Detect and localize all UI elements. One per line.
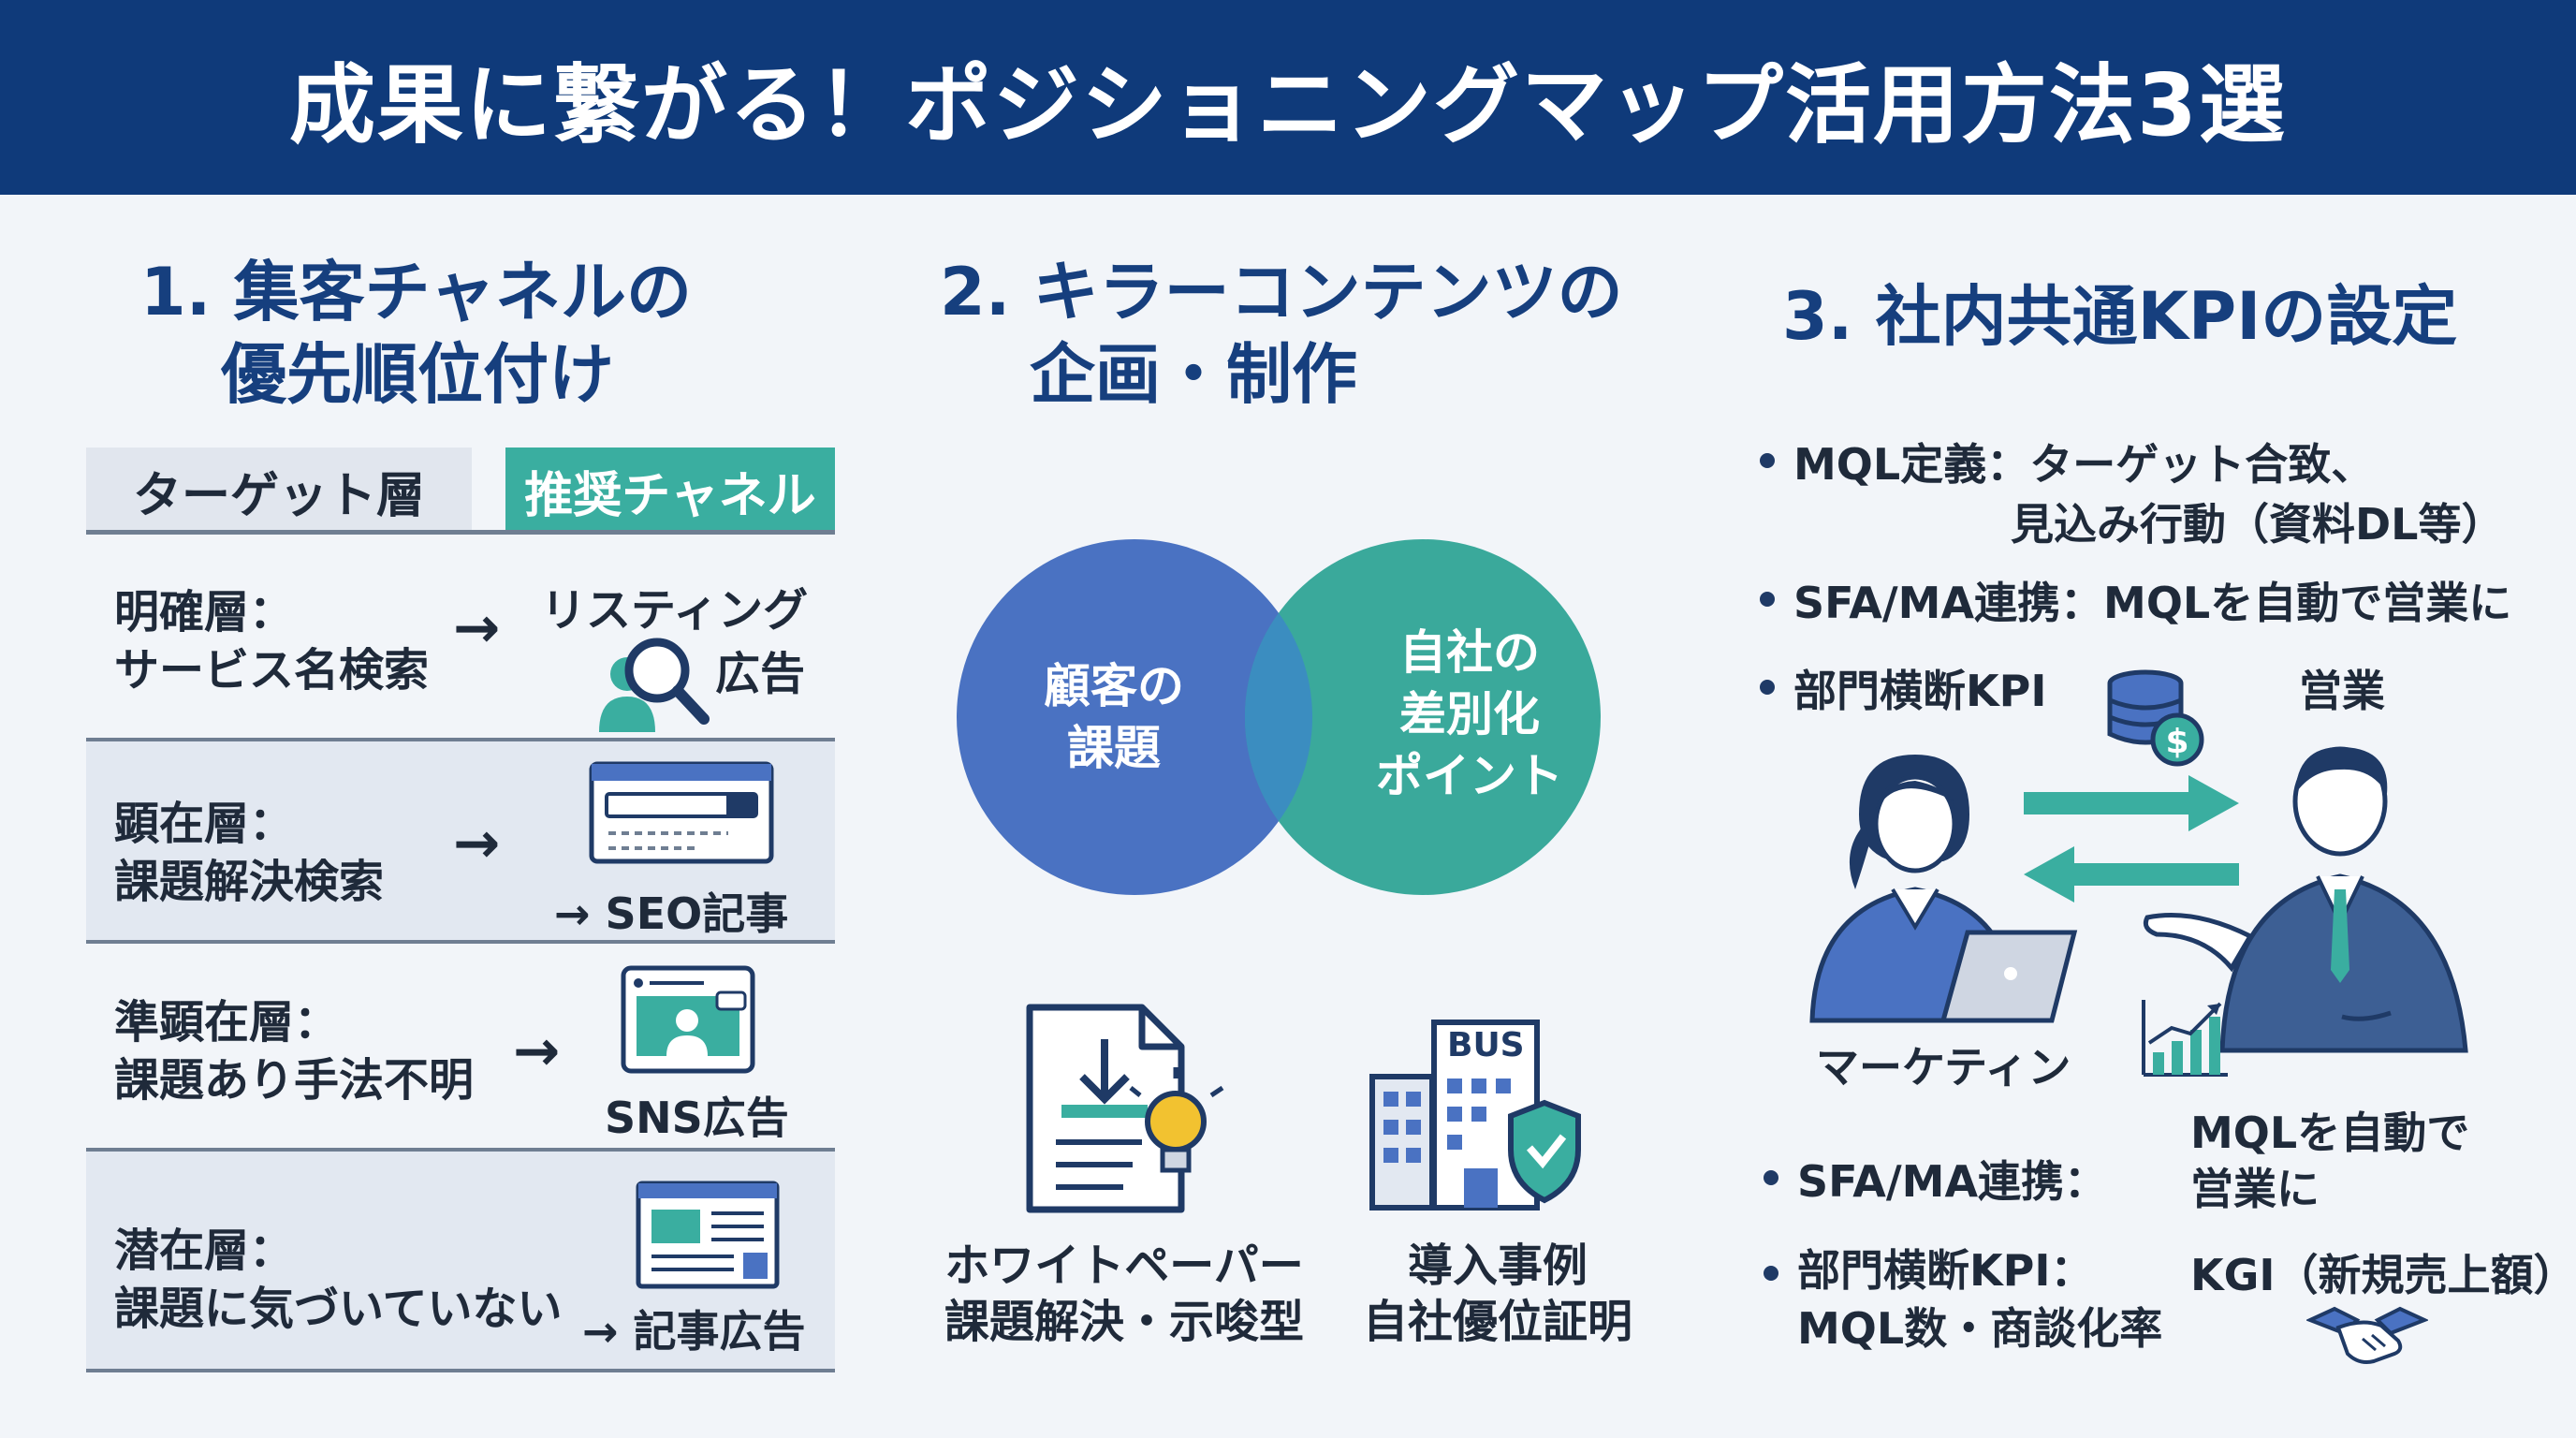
venn-right-line2: 差別化: [1399, 687, 1540, 741]
venn-left-line2: 課題: [1067, 721, 1161, 775]
row-divider: [86, 940, 835, 944]
bullet4-value-line2: 営業に: [2190, 1164, 2320, 1214]
case-study-line2: 自社優位証明: [1362, 1296, 1632, 1348]
row1-channel-line1: リスティング: [541, 584, 809, 637]
bullet4-value-line1: MQLを自動で: [2190, 1108, 2470, 1158]
venn-circle-differentiation: [1245, 539, 1601, 895]
social-post-icon: [621, 965, 755, 1074]
table-row: 明確層： サービス名検索 → リスティング 広告: [86, 552, 835, 732]
table-row: 潜在層： 課題に気づいていない → 記事広告: [86, 1152, 835, 1369]
bullet5-value: KGI（新規売上額）: [2190, 1250, 2576, 1300]
bullet-dot: [1764, 1266, 1778, 1281]
row4-channel: → 記事広告: [582, 1306, 806, 1357]
col1-title-line2: 優先順位付け: [221, 336, 614, 413]
venn-left-label: 顧客の 課題: [1011, 655, 1217, 779]
bullet-dot: [1760, 592, 1775, 607]
row1-channel-line2: 広告: [715, 648, 806, 700]
whitepaper-line2: 課題解決・示唆型: [944, 1296, 1304, 1348]
label-sales: 営業: [2299, 666, 2385, 716]
col2-title-line1: 2. キラーコンテンツの: [940, 254, 1623, 330]
database-coin-icon: $: [2107, 669, 2204, 767]
row3-arrow: →: [513, 1019, 561, 1084]
bullet3: 部門横断KPI: [1793, 666, 2047, 716]
case-study-line1: 導入事例: [1407, 1240, 1588, 1292]
label-marketing: マーケティン: [1816, 1042, 2071, 1093]
row-divider: [86, 1369, 835, 1372]
svg-text:$: $: [2165, 723, 2188, 761]
venn-right-line1: 自社の: [1399, 625, 1540, 680]
col1-title: 1. 集客チャネルの 優先順位付け: [140, 251, 692, 416]
case-study-building-icon: [1369, 1020, 1581, 1211]
row2-arrow: →: [453, 811, 501, 876]
handshake-icon: [2306, 1306, 2428, 1364]
bullet-dot: [1760, 453, 1775, 468]
row2-channel: → SEO記事: [554, 888, 789, 939]
row4-layer-desc: 課題に気づいていない: [114, 1283, 563, 1335]
header-target-label: ターゲット層: [132, 467, 425, 524]
whitepaper-line1: ホワイトペーパー: [944, 1240, 1304, 1292]
bullet5-label-line1: 部門横断KPI：: [1797, 1245, 2094, 1296]
building-sign: BUS: [1447, 1026, 1525, 1064]
header-underline: [86, 530, 835, 535]
person-search-icon: [599, 638, 710, 732]
bullet1-line1: MQL定義：ターゲット合致、: [1793, 439, 2375, 490]
page-title: 成果に繋がる！ポジショニングマップ活用方法3選: [288, 54, 2287, 155]
row3-layer-desc: 課題あり手法不明: [114, 1054, 475, 1107]
whitepaper-label: ホワイトペーパー 課題解決・示唆型: [930, 1238, 1318, 1350]
col2-title: 2. キラーコンテンツの 企画・制作: [940, 251, 1623, 416]
bullet5-label-line2: MQL数・商談化率: [1797, 1303, 2163, 1354]
venn-diagram: [957, 539, 1601, 895]
table-row: 顕在層： 課題解決検索 → → SEO記事: [86, 741, 835, 940]
col1-title-line1: 1. 集客チャネルの: [140, 254, 692, 330]
header-recommended-channel: 推奨チャネル: [505, 448, 835, 534]
col3-title: 3. 社内共通KPIの設定: [1782, 278, 2458, 355]
title-bar: 成果に繋がる！ポジショニングマップ活用方法3選: [0, 0, 2576, 195]
row2-layer-desc: 課題解決検索: [114, 856, 385, 908]
growth-chart-icon: [2142, 1000, 2228, 1077]
venn-circle-customer-issue: [957, 539, 1312, 895]
bullet4-value: MQLを自動で 営業に: [2190, 1105, 2469, 1217]
header-channel-label: 推奨チャネル: [524, 467, 816, 524]
exchange-arrows-icon: [2024, 775, 2239, 902]
row1-layer-name: 明確層：: [114, 586, 295, 638]
browser-search-icon: [589, 761, 774, 864]
col2-title-line2: 企画・制作: [1030, 336, 1357, 413]
row1-layer-desc: サービス名検索: [114, 644, 430, 697]
row-divider: [86, 1148, 835, 1152]
bullet-dot: [1760, 680, 1775, 695]
bullet4-label: SFA/MA連携：: [1797, 1156, 2108, 1207]
row1-arrow: →: [453, 595, 501, 661]
row4-layer-name: 潜在層：: [114, 1225, 295, 1277]
bullet-dot: [1764, 1170, 1778, 1185]
venn-left-line1: 顧客の: [1044, 659, 1184, 713]
case-study-label: 導入事例 自社優位証明: [1348, 1238, 1647, 1350]
bullet5-label: 部門横断KPI： MQL数・商談化率: [1797, 1241, 2162, 1357]
row3-layer-name: 準顕在層：: [114, 996, 340, 1049]
row3-channel: SNS広告: [605, 1093, 789, 1143]
bullet2: SFA/MA連携：MQLを自動で営業に: [1793, 578, 2512, 628]
article-page-icon: [636, 1181, 780, 1289]
header-target-layer: ターゲット層: [86, 448, 472, 534]
venn-right-line3: ポイント: [1376, 749, 1563, 803]
salesperson-icon: [2143, 746, 2468, 1053]
venn-right-label: 自社の 差別化 ポイント: [1348, 622, 1591, 807]
bullet1-line2: 見込み行動（資料DL等）: [2011, 499, 2505, 550]
whitepaper-document-icon: [1026, 1004, 1224, 1213]
marketer-person-icon: [1809, 755, 2078, 1023]
row-divider: [86, 738, 835, 741]
table-row: 準顕在層： 課題あり手法不明 → SNS広告: [86, 944, 835, 1148]
row2-layer-name: 顕在層：: [114, 798, 295, 850]
